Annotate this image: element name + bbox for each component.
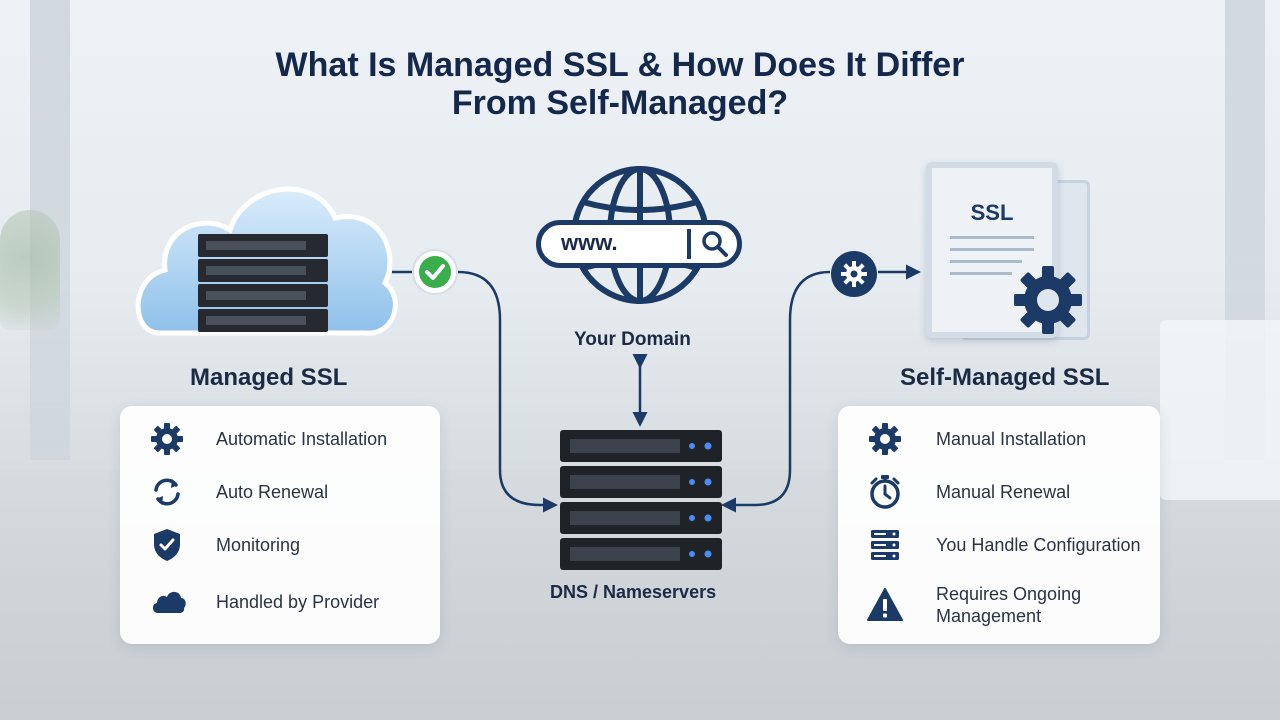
check-circle-icon	[412, 249, 458, 295]
managed-item-label: Automatic Installation	[216, 429, 388, 449]
managed-ssl-label: Managed SSL	[190, 364, 348, 391]
shield-check-icon	[154, 529, 180, 561]
self-managed-item-label: You Handle Configuration	[936, 535, 1141, 555]
server-icon	[871, 530, 899, 560]
self-managed-ssl-card: Manual Installation Manual Renewal	[838, 406, 1160, 644]
self-managed-item-label: Requires Ongoing Management	[936, 584, 1082, 626]
certificate-sheet: SSL	[926, 162, 1058, 338]
managed-item-label: Handled by Provider	[216, 592, 380, 612]
background-plant	[0, 210, 60, 330]
self-managed-item-label: Manual Renewal	[936, 482, 1071, 502]
list-item: Manual Installation	[838, 414, 1160, 464]
managed-ssl-card: Automatic Installation Auto Renewal Moni…	[120, 406, 440, 644]
list-item: Auto Renewal	[120, 467, 440, 517]
certificate-gear-icon	[1014, 266, 1082, 334]
cloud-icon	[152, 591, 186, 613]
self-managed-item-label: Manual Installation	[936, 429, 1087, 449]
list-item: Requires Ongoing Management	[838, 577, 1160, 633]
certificate-line	[950, 272, 1012, 275]
dns-nameservers-label: DNS / Nameservers	[550, 582, 717, 602]
dns-server-stack	[560, 430, 722, 570]
background-monitor	[1160, 320, 1280, 500]
ssl-certificate-illustration: SSL	[920, 158, 1100, 348]
managed-item-label: Auto Renewal	[216, 482, 329, 502]
list-item: Manual Renewal	[838, 467, 1160, 517]
list-item: Automatic Installation	[120, 414, 440, 464]
gear-icon	[869, 423, 901, 455]
certificate-title: SSL	[970, 200, 1014, 225]
page-title: What Is Managed SSL & How Does It Differ…	[275, 46, 965, 122]
managed-item-label: Monitoring	[216, 535, 301, 555]
search-icon	[702, 231, 728, 257]
connector-gear-to-dns	[721, 270, 831, 513]
self-managed-ssl-label: Self-Managed SSL	[900, 364, 1110, 391]
your-domain-label: Your Domain	[574, 329, 691, 350]
gear-icon	[151, 423, 183, 455]
refresh-icon	[154, 478, 180, 506]
domain-search-bar: www.	[536, 220, 742, 268]
connector-check-to-dns	[457, 270, 558, 513]
gear-badge-icon	[831, 251, 877, 297]
cloud-server-illustration	[135, 186, 398, 336]
list-item: You Handle Configuration	[838, 520, 1160, 570]
url-divider	[687, 229, 691, 259]
stopwatch-icon	[870, 475, 900, 509]
certificate-line	[950, 248, 1034, 251]
domain-url-text: www.	[561, 230, 618, 255]
warning-icon	[867, 588, 903, 621]
certificate-line	[950, 236, 1034, 239]
list-item: Handled by Provider	[120, 577, 440, 627]
certificate-line	[950, 260, 1022, 263]
list-item: Monitoring	[120, 520, 440, 570]
